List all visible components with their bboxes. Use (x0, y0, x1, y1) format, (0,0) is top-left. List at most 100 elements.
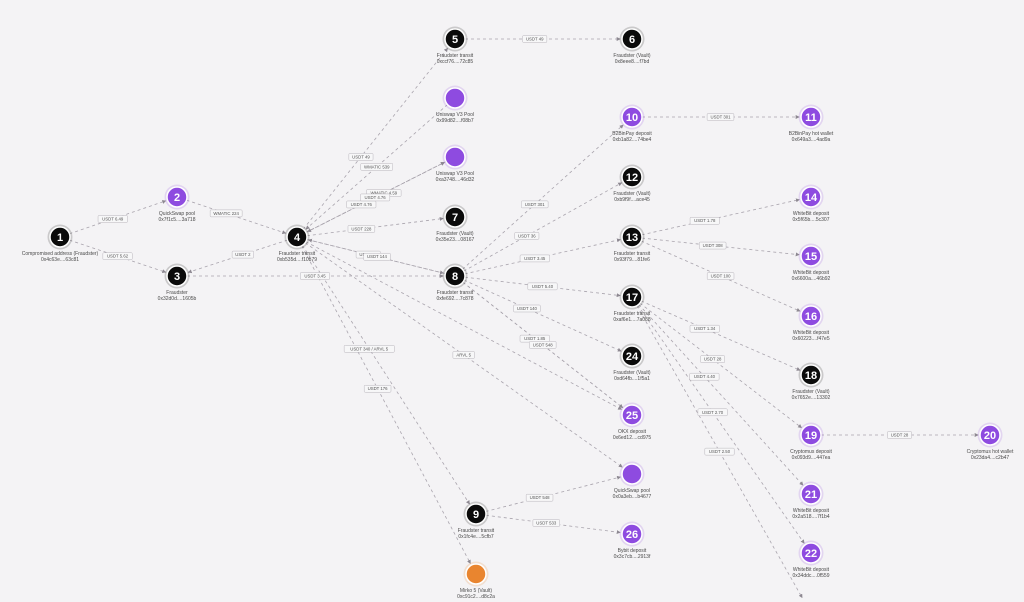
node-circle[interactable] (621, 345, 643, 367)
edge-label: USDT 5.40 (527, 282, 558, 291)
edge-label-box (521, 200, 549, 209)
node-label-address: 0x99d82....f08b7 (436, 118, 473, 124)
node-circle[interactable] (800, 483, 822, 505)
node-circle[interactable] (800, 186, 822, 208)
edge-label-text: USDT 6.49 (102, 216, 124, 221)
edge-label: USDT 4.40 (689, 372, 720, 381)
node-circle[interactable] (465, 503, 487, 525)
node-circle[interactable] (800, 364, 822, 386)
edge-label-box (452, 351, 475, 359)
node-label-address: 0xb1a82....74be4 (613, 137, 652, 143)
edge-label: USDT 2 (231, 250, 254, 259)
node-circle[interactable] (800, 424, 822, 446)
node-label-name: WhiteBit deposit (793, 508, 830, 514)
node-circle[interactable] (444, 265, 466, 287)
node-circle[interactable] (444, 28, 466, 50)
node-number: 8 (452, 271, 458, 283)
node-circle[interactable] (621, 106, 643, 128)
edge-label: USDT 301 (706, 113, 735, 121)
edge-uni2-4 (307, 161, 447, 232)
node-circle[interactable] (49, 226, 71, 248)
node-circle[interactable] (800, 542, 822, 564)
edge-label: USDT 144 (363, 252, 391, 261)
edge-17-22 (637, 304, 805, 544)
node-label-name: OKX deposit (618, 429, 647, 435)
edge-label-text: USDT 4.76 (365, 195, 387, 200)
node-circle[interactable] (444, 146, 466, 168)
node-circle[interactable] (621, 463, 643, 485)
node-circle[interactable] (800, 106, 822, 128)
node-circle[interactable] (444, 87, 466, 109)
node-circle[interactable] (800, 245, 822, 267)
edge-label-text: USDT 548 (530, 495, 551, 500)
node-circle[interactable] (800, 305, 822, 327)
edge-label-box (698, 241, 727, 250)
node-label-address: 0x23da4....c2b47 (971, 455, 1010, 461)
edge-uni1-4 (305, 104, 448, 230)
node-circle[interactable] (621, 286, 643, 308)
edge-label-box (209, 209, 243, 218)
node-number: 16 (805, 311, 817, 323)
node-label-name: Compromised address (Fraudster) (22, 251, 99, 257)
node-circle[interactable] (465, 563, 487, 585)
node-circle[interactable] (621, 28, 643, 50)
node-label-name: Fraudster transit (458, 528, 495, 534)
node-circle[interactable] (286, 226, 308, 248)
node-circle[interactable] (979, 424, 1001, 446)
node-label-name: WhiteBit deposit (793, 270, 830, 276)
edge-label-text: USDT 533 (536, 521, 557, 526)
edge-label: USDT 176 (363, 384, 392, 393)
node-label-name: Bybit deposit (618, 548, 647, 554)
node-circle[interactable] (621, 404, 643, 426)
edge-label: ARVL 5 (452, 351, 475, 359)
edge-9-qs2 (485, 475, 622, 512)
edge-label-text: ARVL 5 (456, 352, 471, 357)
node-circle[interactable] (444, 206, 466, 228)
node-label-name: WhiteBit deposit (793, 211, 830, 217)
node-circle[interactable] (621, 523, 643, 545)
node-circle[interactable] (166, 186, 188, 208)
node-label-address: 0xb535d....f10b79 (277, 257, 317, 263)
node-circle[interactable] (166, 265, 188, 287)
edge-label: USDT 548 (529, 341, 557, 349)
node-circle[interactable] (621, 226, 643, 248)
edge-label-box (360, 163, 394, 171)
node-label-address: 0x5f65b....5c307 (793, 217, 830, 223)
node-circle[interactable] (621, 166, 643, 188)
edge-label-text: USDT 3.45 (304, 274, 326, 279)
edge-label: USDT 308 (698, 241, 727, 250)
node-orange[interactable]: Mirko 5 (Vault)0xc91c2....d8c2a (457, 561, 495, 601)
node-label-name: B2BinPay deposit (612, 131, 652, 137)
